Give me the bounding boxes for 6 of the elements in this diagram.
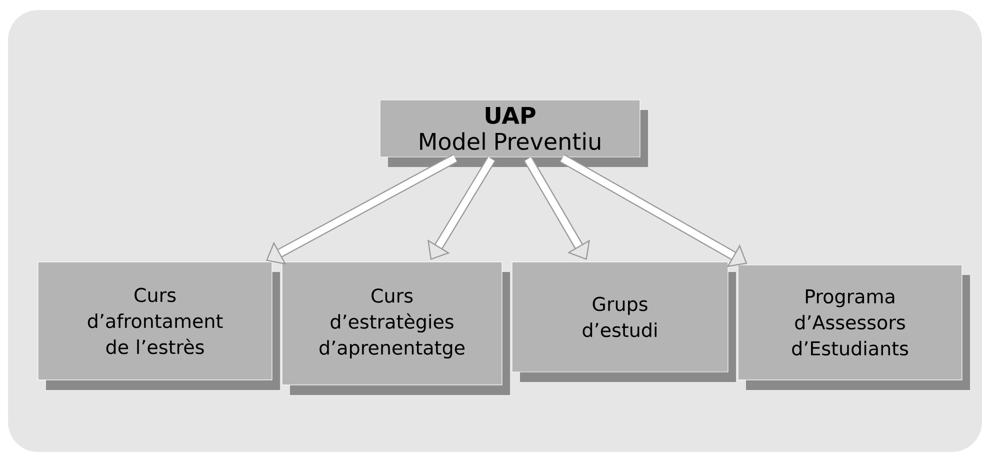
process-box: Programa d’Assessors d’Estudiants <box>738 264 970 390</box>
process-box: Curs d’estratègies d’aprenentatge <box>282 262 510 395</box>
process-box: UAP Model Preventiu <box>380 100 648 167</box>
arrow <box>524 156 590 260</box>
process-box: Grups d’estudi <box>512 262 736 382</box>
process-box: Curs d’afrontament de l’estrès <box>38 262 280 390</box>
